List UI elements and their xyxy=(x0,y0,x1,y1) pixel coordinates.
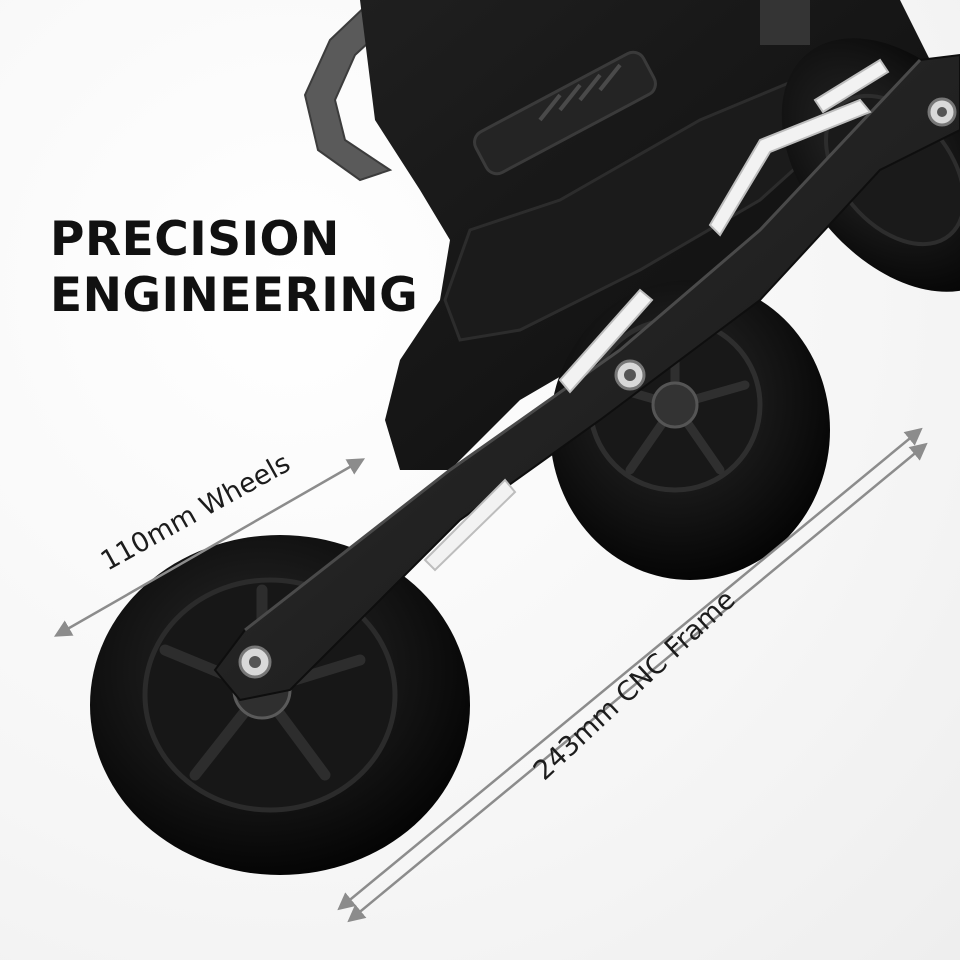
headline-line-1: PRECISION xyxy=(50,212,340,267)
axle-bolt xyxy=(249,656,261,668)
frame-slot xyxy=(708,98,872,237)
headline: PRECISION ENGINEERING xyxy=(50,212,418,324)
frame-slot xyxy=(558,288,654,394)
frame-dimension-arrow-parallel xyxy=(347,442,928,923)
buckle-icon xyxy=(473,50,657,176)
frame-slot xyxy=(813,58,890,114)
boot-mesh xyxy=(760,0,810,45)
headline-line-2: ENGINEERING xyxy=(50,268,419,323)
front-wheel xyxy=(90,535,470,875)
axle-bolt xyxy=(937,107,947,117)
wheel-dimension-arrow xyxy=(53,458,366,637)
boot-side-panel xyxy=(443,68,863,342)
axle-bolt xyxy=(624,369,636,381)
